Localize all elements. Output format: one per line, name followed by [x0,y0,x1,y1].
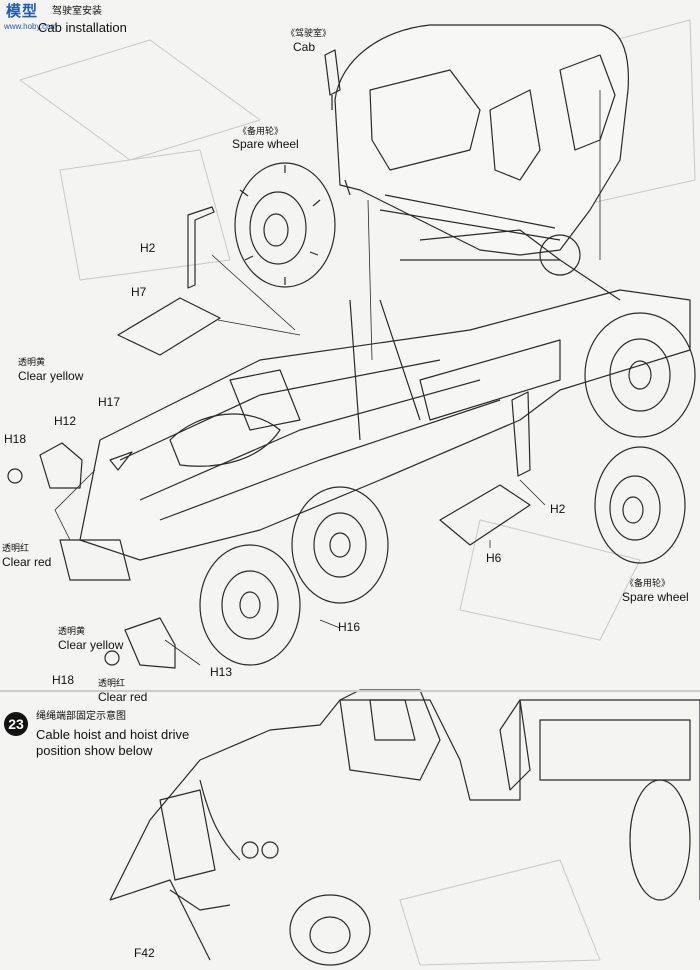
step23-title-cn: 绳绳端部固定示意图 [36,711,126,722]
top-section-title-cn: 驾驶室安装 [52,6,102,17]
cab-part [334,24,629,256]
part-label-h16: H16 [338,620,361,634]
step23-title-en-1: Cable hoist and hoist drive [36,727,190,742]
part-label-h2-b: H2 [550,502,566,516]
step23-title-en-2: position show below [36,743,153,758]
part-label-h6: H6 [486,551,502,565]
watermark-url: www.hoby.com [4,22,58,31]
part-label-h17: H17 [98,395,121,409]
spare-wheel-right [594,446,686,564]
clear-red-label-cn-1: 透明红 [2,543,30,553]
cab-label-cn: 《驾驶室》 [286,28,332,38]
clear-red-label-cn-2: 透明红 [98,678,126,688]
section-divider [0,690,700,692]
watermark-glyph: 模型 [6,3,39,20]
part-h13 [124,617,176,669]
clear-red-label-en-1: Clear red [2,555,52,569]
site-watermark-logo: 模型 www.hoby.com [0,0,64,34]
part-h7 [117,297,221,356]
part-h6 [439,484,531,546]
cab-label-en: Cab [293,40,316,54]
chassis [59,229,691,581]
part-h18-b [104,650,120,666]
clear-yellow-label-cn-1: 透明黄 [18,357,46,367]
part-h17 [109,451,133,471]
part-label-h2-a: H2 [140,241,156,255]
rear-wheels [199,486,389,666]
part-label-h12: H12 [54,414,77,428]
spare-wheel-label-en-2: Spare wheel [622,590,689,604]
clear-yellow-label-en-2: Clear yellow [58,638,124,652]
spare-wheel-label-cn-1: 《备用轮》 [238,126,284,136]
part-label-f42: F42 [134,946,155,960]
front-wheel [584,312,696,438]
part-h18-a [7,468,23,484]
step23-truck [109,689,700,966]
spare-wheel-label-en-1: Spare wheel [232,137,299,151]
part-h2-a [187,206,215,289]
part-label-h18-b: H18 [52,673,75,687]
top-section-title-en: Cab installation [38,20,127,35]
part-label-h7: H7 [131,285,147,299]
part-label-h18-a: H18 [4,432,27,446]
part-h12 [39,442,83,489]
part-label-h13: H13 [210,665,233,679]
step-number-badge: 23 [4,712,28,736]
part-h2-b [511,391,531,477]
spare-wheel-label-cn-2: 《备用轮》 [625,578,671,588]
clear-yellow-label-cn-2: 透明黄 [58,626,86,636]
clear-yellow-label-en-1: Clear yellow [18,369,84,383]
spare-wheel-top [234,162,336,288]
clear-red-label-en-2: Clear red [98,690,148,704]
